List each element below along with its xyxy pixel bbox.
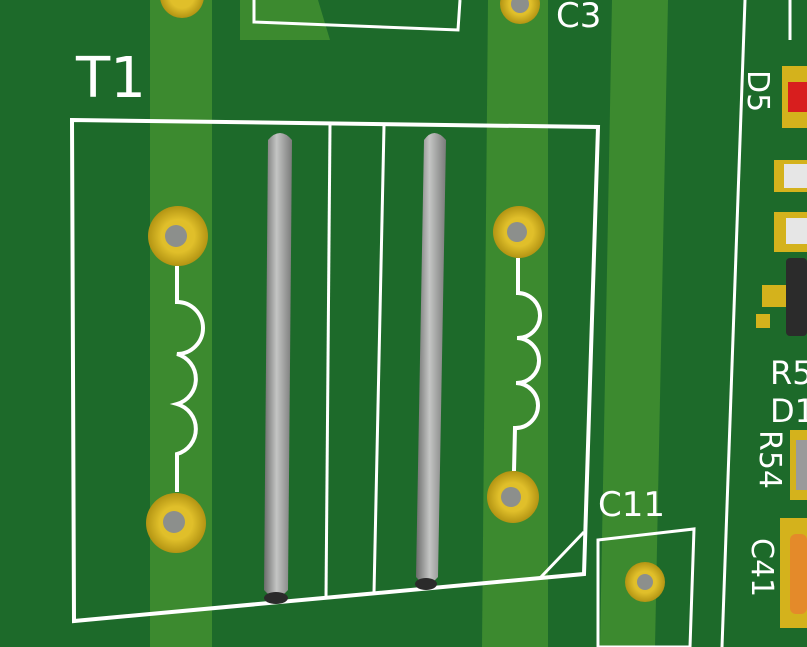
label-t1: T1 (75, 46, 146, 111)
c3-pad-hole (511, 0, 529, 13)
smd-resistor-1 (774, 160, 807, 192)
inductor-coil-icon (169, 266, 205, 492)
trace-left-vertical (150, 0, 212, 647)
trace-top-lead (240, 0, 330, 40)
label-r54: R54 (752, 430, 787, 489)
capacitor-c41 (780, 518, 807, 628)
label-c41: C41 (744, 538, 779, 597)
t1-pad-2 (146, 493, 206, 553)
label-c11: C11 (598, 485, 665, 525)
c11-outline (596, 527, 696, 647)
led-d5 (782, 66, 807, 128)
t1-divider-2 (372, 125, 386, 594)
wire-link-right (415, 133, 446, 590)
t1-outline (69, 117, 601, 624)
t1-pad-4 (487, 471, 539, 523)
label-c3: C3 (556, 0, 601, 36)
t1-divider-1 (324, 124, 332, 599)
t1-corner (538, 530, 586, 580)
wire-link-left (264, 133, 292, 604)
inductor-coil-icon (512, 258, 542, 472)
right-silk-line-1 (720, 0, 747, 647)
label-d5: D5 (740, 70, 775, 112)
t1-pad-3 (493, 206, 545, 258)
smd-resistor-2 (774, 212, 807, 252)
c11-pad-hole (637, 574, 653, 590)
top-pad-left (160, 0, 204, 18)
transistor (756, 258, 807, 336)
label-r5: R5 (770, 354, 807, 392)
trace-right-bus (600, 0, 668, 647)
t1-pad-1 (148, 206, 208, 266)
label-d1: D1 (770, 392, 807, 430)
top-component-outline (252, 0, 462, 32)
smd-r54 (790, 430, 807, 500)
